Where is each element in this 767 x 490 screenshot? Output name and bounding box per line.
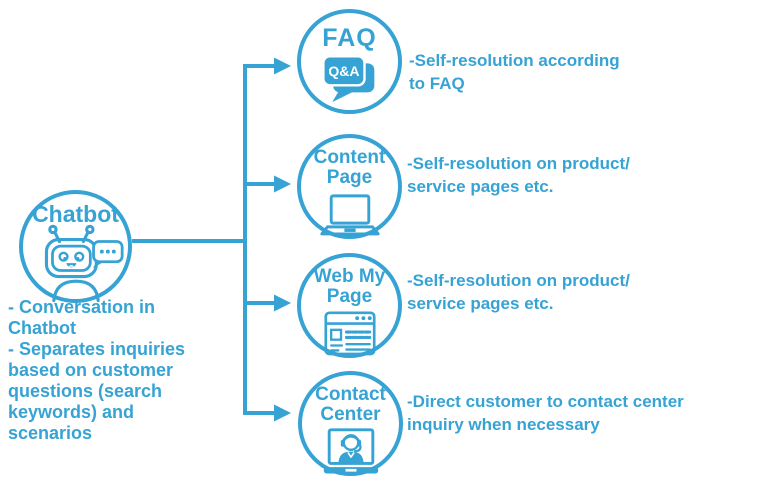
qa-badge-text: Q&A bbox=[328, 63, 359, 79]
robot-chatbot-icon bbox=[44, 224, 124, 303]
support-agent-laptop-icon bbox=[323, 428, 378, 474]
qa-speech-bubbles-icon: Q&A bbox=[321, 55, 374, 103]
arrowhead-contact bbox=[274, 404, 291, 422]
chatbot-label: Chatbot bbox=[32, 201, 119, 227]
arrowhead-content bbox=[274, 175, 291, 193]
web-my-page-node: Web My Page bbox=[297, 253, 402, 358]
web-my-page-description: -Self-resolution on product/ service pag… bbox=[407, 271, 630, 313]
arrowhead-faq bbox=[274, 57, 291, 75]
content-page-description: -Self-resolution on product/ service pag… bbox=[407, 154, 630, 196]
browser-window-icon bbox=[323, 311, 376, 356]
faq-label: FAQ bbox=[322, 24, 377, 52]
content-page-node: Content Page bbox=[297, 134, 402, 239]
chatbot-description: - Conversation in Chatbot - Separates in… bbox=[8, 297, 186, 444]
contact-center-description: -Direct customer to contact center inqui… bbox=[407, 392, 684, 434]
faq-node: FAQ Q&A bbox=[297, 9, 402, 114]
content-page-label: Content Page bbox=[313, 147, 386, 188]
faq-description: -Self-resolution according to FAQ bbox=[409, 51, 620, 93]
laptop-icon bbox=[319, 194, 380, 236]
web-my-page-label: Web My Page bbox=[313, 266, 386, 307]
contact-center-node: Contact Center bbox=[298, 371, 403, 476]
contact-center-label: Contact Center bbox=[315, 384, 386, 425]
arrowhead-web bbox=[274, 294, 291, 312]
chatbot-node: Chatbot bbox=[19, 190, 132, 303]
